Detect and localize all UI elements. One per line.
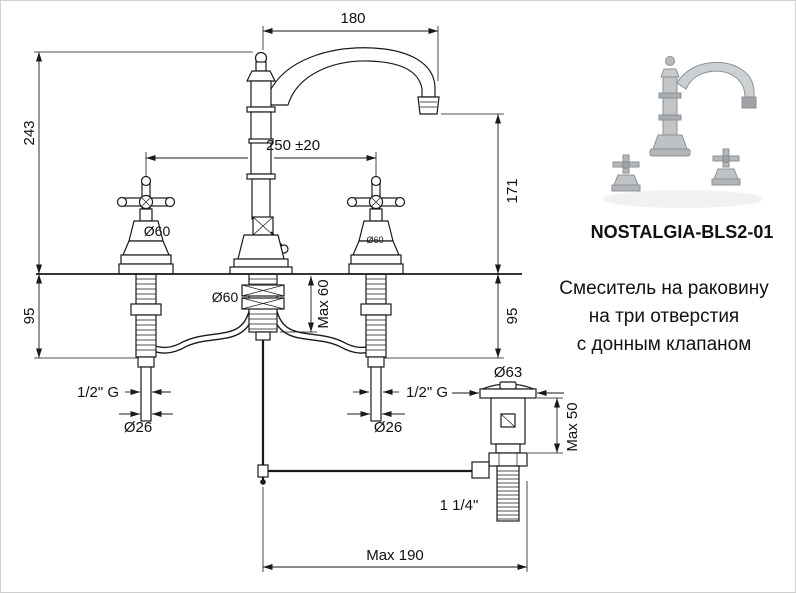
- dim-handle-dia-right: Ø60: [366, 235, 383, 245]
- dim-handle-dia-left: Ø60: [144, 223, 171, 239]
- left-valve-underdeck: [130, 273, 162, 422]
- center-shank: [241, 273, 285, 341]
- extension-lines: [34, 26, 563, 572]
- dim-spout-height: 171: [504, 178, 521, 203]
- dim-under-deck-right: 95: [504, 308, 521, 325]
- dim-inlet-dia-left: Ø26: [124, 419, 152, 436]
- right-handle: [346, 175, 406, 275]
- dim-drain-thread: 1 1/4": [440, 497, 479, 514]
- spout-body: [229, 47, 440, 275]
- photo-right-handle: [711, 148, 741, 186]
- product-description: Смеситель на раковину на три отверстия с…: [559, 278, 769, 355]
- product-name: NOSTALGIA-BLS2-01: [591, 222, 774, 242]
- description-line-2: на три отверстия: [589, 306, 739, 327]
- dim-total-height: 243: [21, 120, 38, 145]
- dim-body-dia: Ø60: [212, 289, 239, 305]
- dim-under-deck-left: 95: [21, 308, 38, 325]
- dim-inlet-thread-left: 1/2" G: [77, 384, 119, 401]
- drain-assembly: [471, 381, 537, 522]
- dimension-lines: [36, 28, 564, 570]
- dim-inlet-dia-right: Ø26: [374, 419, 402, 436]
- photo-left-handle: [611, 154, 641, 192]
- dim-rod-length: Max 190: [366, 547, 424, 564]
- pop-up-linkage: [257, 340, 473, 485]
- description-line-1: Смеситель на раковину: [559, 278, 769, 299]
- right-valve-underdeck: [360, 273, 392, 422]
- product-photo: [603, 56, 763, 208]
- description-line-3: с донным клапаном: [577, 334, 752, 355]
- dim-handle-centers: 250 ±20: [266, 137, 320, 154]
- dim-spout-reach: 180: [340, 10, 365, 27]
- dimension-labels: 180 243 250 ±20 171 Ø60 Ø60 Ø60 Max 60 9…: [21, 10, 581, 564]
- dim-drain-height: Max 50: [564, 402, 581, 451]
- dim-deck-thickness: Max 60: [315, 279, 332, 328]
- left-handle: [116, 175, 176, 275]
- dim-inlet-thread-right: 1/2" G: [406, 384, 448, 401]
- dim-drain-flange-dia: Ø63: [494, 364, 522, 381]
